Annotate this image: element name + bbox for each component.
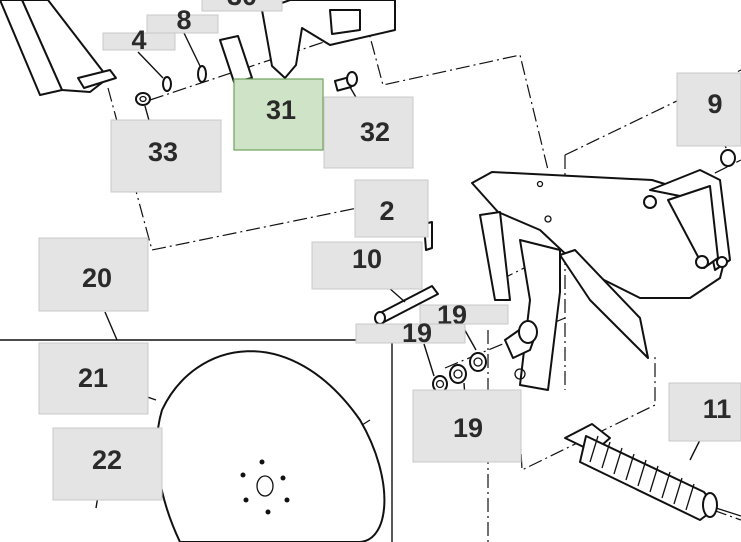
- callout-9[interactable]: 9: [676, 72, 741, 147]
- svg-text:2: 2: [379, 196, 394, 226]
- svg-text:19: 19: [402, 318, 432, 348]
- svg-text:4: 4: [131, 25, 146, 55]
- assembly-frame-20: [0, 339, 393, 542]
- svg-text:9: 9: [707, 89, 722, 119]
- callout-11[interactable]: 11: [668, 382, 741, 442]
- upper-bracket[interactable]: [261, 0, 396, 79]
- callout-31[interactable]: 31: [233, 78, 324, 151]
- washer-4[interactable]: [162, 76, 172, 92]
- callout-19-mid[interactable]: 19: [355, 318, 466, 348]
- svg-text:22: 22: [92, 445, 122, 475]
- svg-text:31: 31: [266, 95, 296, 125]
- callout-30[interactable]: 30: [201, 0, 283, 12]
- svg-text:19: 19: [453, 413, 483, 443]
- spring-11[interactable]: [564, 423, 741, 521]
- pin-10[interactable]: [374, 285, 439, 325]
- disc-21[interactable]: [155, 350, 386, 542]
- svg-text:11: 11: [703, 394, 732, 424]
- svg-text:8: 8: [176, 5, 191, 35]
- svg-text:32: 32: [360, 117, 390, 147]
- svg-text:10: 10: [352, 244, 382, 274]
- plate-31[interactable]: [219, 35, 253, 83]
- nut-33[interactable]: [135, 92, 151, 106]
- callout-21[interactable]: 21: [38, 342, 149, 415]
- hub-assembly[interactable]: [432, 320, 538, 393]
- callout-10[interactable]: 10: [311, 241, 423, 290]
- callout-2[interactable]: 2: [354, 179, 429, 238]
- svg-text:21: 21: [78, 363, 108, 393]
- callout-32[interactable]: 32: [323, 96, 414, 169]
- bolt-32[interactable]: [333, 71, 358, 92]
- svg-text:20: 20: [82, 263, 112, 293]
- callout-4[interactable]: 4: [102, 25, 176, 55]
- callout-22[interactable]: 22: [52, 427, 163, 501]
- frame-bracket[interactable]: [471, 149, 736, 391]
- svg-text:30: 30: [227, 0, 257, 11]
- spring-washer-8[interactable]: [197, 65, 207, 83]
- callout-33[interactable]: 33: [110, 119, 222, 193]
- callout-8[interactable]: 8: [146, 5, 219, 35]
- callout-19-bottom[interactable]: 19: [412, 389, 522, 463]
- svg-text:33: 33: [148, 137, 178, 167]
- arm-bracket[interactable]: [0, 0, 117, 96]
- callout-20[interactable]: 20: [38, 237, 149, 312]
